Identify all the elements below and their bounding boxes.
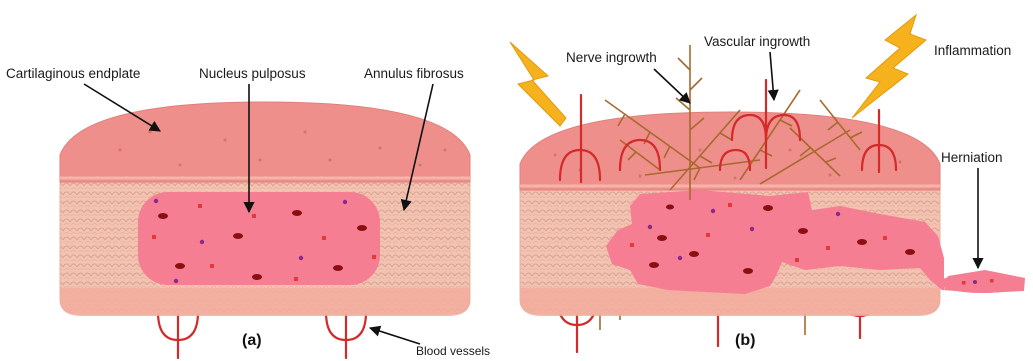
label-vascular-ingrowth: Vascular ingrowth: [704, 34, 810, 49]
label-annulus-fibrosus: Annulus fibrosus: [364, 66, 464, 81]
blood-vessels-a: [158, 312, 366, 358]
nucleus-pulposus-a: [138, 192, 380, 285]
arrow-vascular-ingrowth: [770, 52, 774, 100]
label-nucleus-pulposus: Nucleus pulposus: [199, 66, 306, 81]
arrow-blood-vessels: [370, 328, 420, 344]
label-nerve-ingrowth: Nerve ingrowth: [566, 50, 657, 65]
arrow-nerve-ingrowth: [654, 69, 690, 103]
cartilaginous-endplate-a: [60, 102, 470, 182]
bottom-endplate-a: [60, 288, 470, 316]
lightning-icon-left: [510, 42, 566, 126]
label-inflammation: Inflammation: [934, 43, 1011, 58]
label-cartilaginous-endplate: Cartilaginous endplate: [6, 66, 140, 81]
vessel-a-left: [158, 312, 198, 358]
panel-label-a: (a): [242, 332, 262, 349]
vessel-a-right: [326, 312, 366, 358]
panel-a: Cartilaginous endplate Nucleus pulposus …: [6, 66, 490, 358]
herniation-blob: [940, 273, 1024, 293]
panel-b: Nerve ingrowth Vascular ingrowth Inflamm…: [510, 15, 1025, 352]
lightning-icon-right: [852, 15, 926, 118]
label-herniation: Herniation: [941, 150, 1003, 165]
label-blood-vessels: Blood vessels: [416, 344, 490, 358]
panel-label-b: (b): [735, 332, 755, 349]
